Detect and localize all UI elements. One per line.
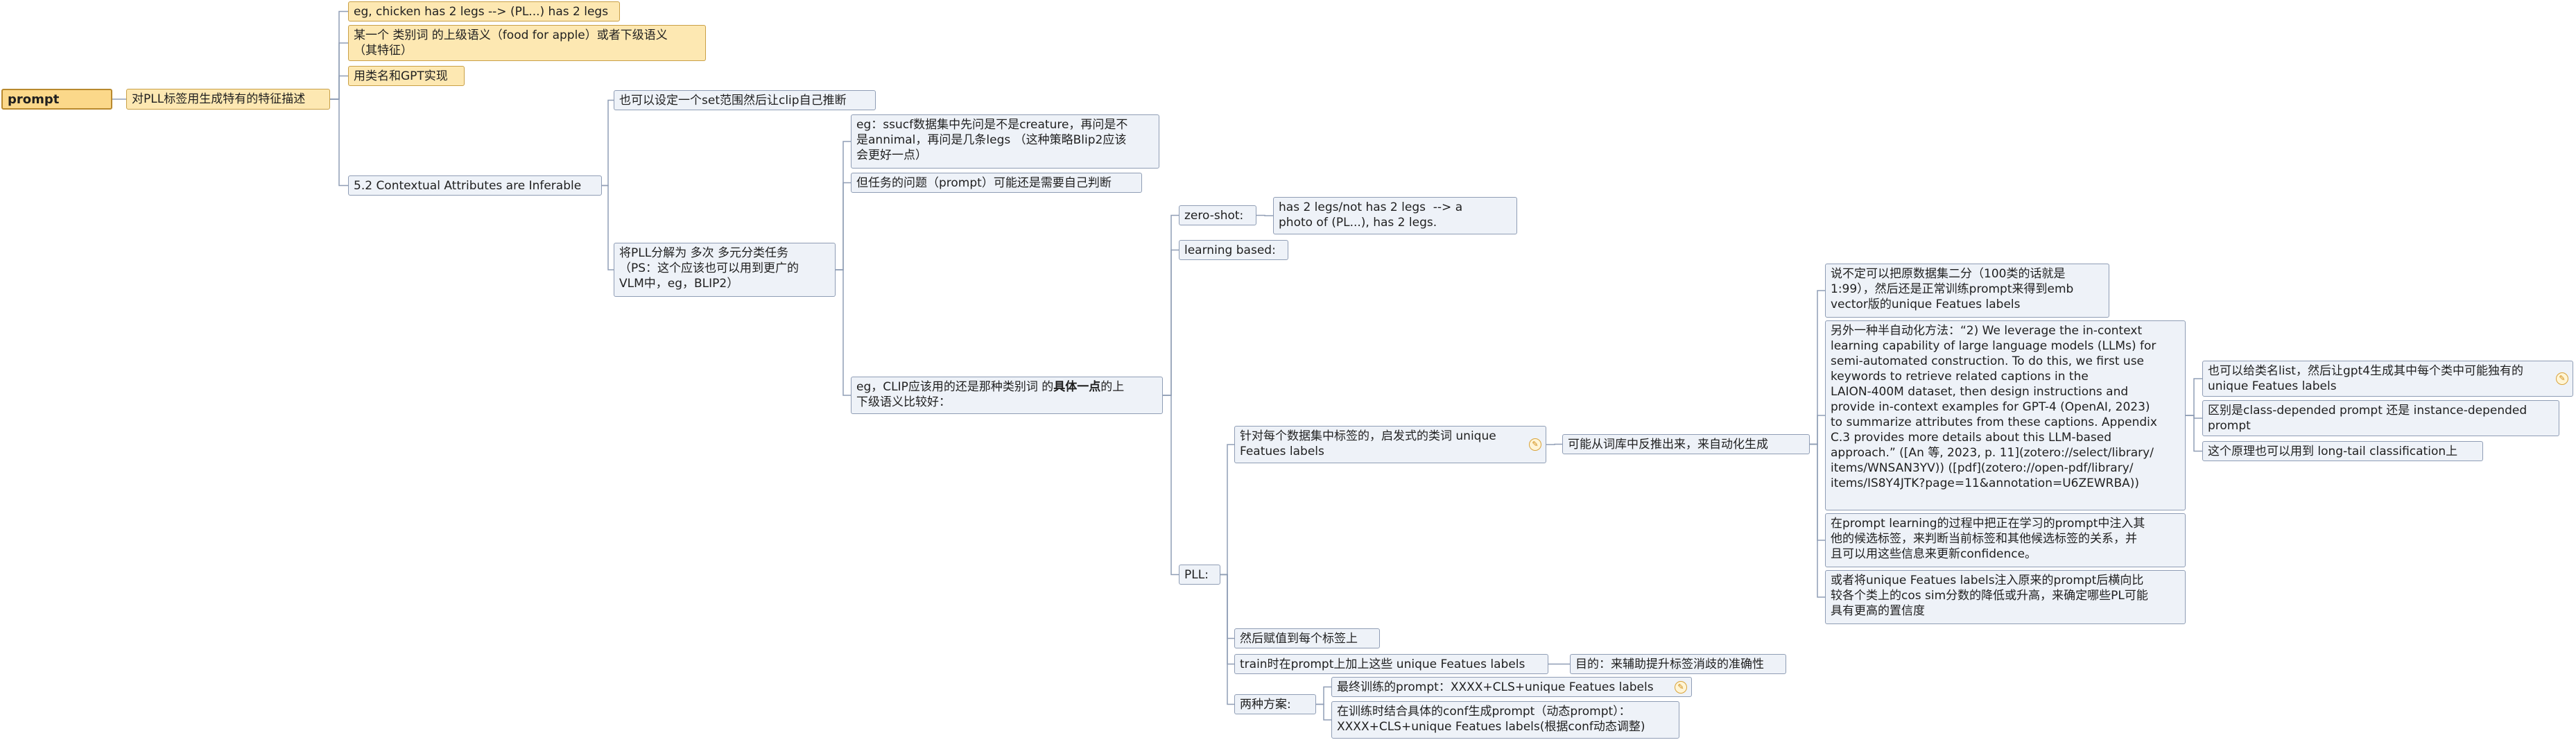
topic-chicken-example-label: eg, chicken has 2 legs --> (PL...) has 2…	[354, 5, 609, 19]
topic-auto-generate-label: 可能从词库中反推出来，来自动化生成	[1568, 438, 1768, 451]
topic-two-schemes[interactable]: 两种方案:	[1234, 694, 1316, 714]
topic-gpt4-names[interactable]: 也可以给类名list，然后让gpt4生成其中每个类中可能独有的 unique F…	[2202, 361, 2573, 397]
topic-class-depended[interactable]: 区别是class-depended prompt 还是 instance-dep…	[2202, 400, 2559, 436]
topic-long-tail[interactable]: 这个原理也可以用到 long-tail classification上	[2202, 441, 2483, 461]
main-topic-label: 对PLL标签用生成特有的特征描述	[132, 92, 306, 106]
topic-clip-example-label-c: 的上 下级语义比较好：	[856, 380, 1125, 409]
topic-split-dataset[interactable]: 说不定可以把原数据集二分（100类的话就是 1:99），然后还是正常训练prom…	[1825, 264, 2109, 318]
topic-gpt-implement[interactable]: 用类名和GPT实现	[348, 66, 465, 86]
topic-semi-auto[interactable]: 另外一种半自动化方法：“2) We leverage the in-contex…	[1825, 320, 2186, 510]
topic-contextual-attributes[interactable]: 5.2 Contextual Attributes are Inferable	[348, 175, 602, 196]
connector-topic-contextual-attributes	[330, 98, 348, 187]
root-topic-label: prompt design	[8, 92, 60, 108]
connector-topic-gpt4-names	[2186, 378, 2202, 416]
topic-learning-based-label: learning based:	[1184, 243, 1276, 257]
topic-assign-value-label: 然后赋值到每个标签上	[1240, 632, 1358, 646]
connector-topic-set-range	[602, 99, 614, 187]
topic-pll-label: PLL:	[1184, 568, 1209, 582]
topic-inject-learning[interactable]: 在prompt learning的过程中把正在学习的prompt中注入其 他的候…	[1825, 513, 2186, 567]
topic-unique-labels[interactable]: 针对每个数据集中标签的，启发式的类词 unique Featues labels…	[1234, 426, 1546, 463]
topic-two-schemes-label: 两种方案:	[1240, 698, 1291, 712]
topic-ssucf-example[interactable]: eg：ssucf数据集中先问是不是creature，再问是不 是annimal，…	[851, 114, 1159, 169]
note-icon[interactable]: ✎	[2556, 372, 2568, 385]
topic-long-tail-label: 这个原理也可以用到 long-tail classification上	[2208, 445, 2458, 458]
topic-dynamic-prompt-label: 在训练时结合具体的conf生成prompt（动态prompt）： XXXX+CL…	[1337, 705, 1645, 734]
connector-topic-clip-example	[836, 269, 851, 396]
topic-purpose-label: 目的：来辅助提升标签消歧的准确性	[1575, 657, 1764, 671]
connector-topic-two-schemes	[1220, 574, 1234, 705]
topic-contextual-attributes-label: 5.2 Contextual Attributes are Inferable	[354, 179, 582, 193]
topic-semantic-level[interactable]: 某一个 类别词 的上级语义（food for apple）或者下级语义 （其特征…	[348, 25, 706, 61]
root-topic[interactable]: prompt design	[1, 89, 112, 110]
connector-topic-gpt-implement	[330, 75, 348, 100]
topic-assign-value[interactable]: 然后赋值到每个标签上	[1234, 628, 1380, 648]
topic-inject-cos-label: 或者将unique Featues labels注入原来的prompt后横向比 …	[1831, 574, 2148, 618]
topic-ssucf-example-label: eg：ssucf数据集中先问是不是creature，再问是不 是annimal，…	[856, 118, 1128, 162]
topic-clip-example[interactable]: eg，CLIP应该用的还是那种类别词 的具体一点的上 下级语义比较好：	[851, 377, 1163, 414]
topic-final-prompt[interactable]: 最终训练的prompt：XXXX+CLS+unique Featues labe…	[1331, 677, 1692, 697]
connector-topic-inject-cos	[1810, 443, 1825, 598]
topic-zero-shot-detail[interactable]: has 2 legs/not has 2 legs --> a photo of…	[1273, 197, 1517, 234]
topic-set-range-label: 也可以设定一个set范围然后让clip自己推断	[619, 94, 847, 107]
connector-topic-learning-based	[1163, 249, 1179, 396]
topic-chicken-example[interactable]: eg, chicken has 2 legs --> (PL...) has 2…	[348, 1, 620, 21]
topic-gpt4-names-label: 也可以给类名list，然后让gpt4生成其中每个类中可能独有的 unique F…	[2208, 364, 2524, 393]
topic-learning-based[interactable]: learning based:	[1179, 240, 1288, 260]
topic-class-depended-label: 区别是class-depended prompt 还是 instance-dep…	[2208, 404, 2527, 433]
connector-topic-final-prompt	[1316, 686, 1331, 705]
connector-topic-pll	[1163, 395, 1179, 576]
topic-split-dataset-label: 说不定可以把原数据集二分（100类的话就是 1:99），然后还是正常训练prom…	[1831, 267, 2074, 311]
connector-topic-task-question	[836, 182, 851, 270]
topic-gpt-implement-label: 用类名和GPT实现	[354, 69, 448, 83]
connector-topic-unique-labels	[1220, 444, 1234, 576]
topic-semi-auto-label: 另外一种半自动化方法：“2) We leverage the in-contex…	[1831, 324, 2157, 490]
topic-semantic-level-label: 某一个 类别词 的上级语义（food for apple）或者下级语义 （其特征…	[354, 28, 668, 58]
topic-task-question[interactable]: 但任务的问题（prompt）可能还是需要自己判断	[851, 173, 1142, 193]
topic-zero-shot-label: zero-shot:	[1184, 209, 1244, 223]
topic-final-prompt-label: 最终训练的prompt：XXXX+CLS+unique Featues labe…	[1337, 680, 1654, 694]
main-topic[interactable]: 对PLL标签用生成特有的特征描述	[126, 89, 330, 110]
topic-decompose-pll-label: 将PLL分解为 多次 多元分类任务 （PS：这个应该也可以用到更广的 VLM中，…	[619, 246, 799, 291]
topic-inject-cos[interactable]: 或者将unique Featues labels注入原来的prompt后横向比 …	[1825, 570, 2186, 624]
topic-zero-shot-detail-label: has 2 legs/not has 2 legs --> a photo of…	[1279, 200, 1463, 230]
topic-inject-learning-label: 在prompt learning的过程中把正在学习的prompt中注入其 他的候…	[1831, 517, 2145, 561]
topic-clip-example-label-b: 具体一点	[1053, 380, 1101, 394]
topic-set-range[interactable]: 也可以设定一个set范围然后让clip自己推断	[614, 90, 876, 110]
topic-clip-example-label-a: eg，CLIP应该用的还是那种类别词 的	[856, 380, 1054, 394]
topic-auto-generate[interactable]: 可能从词库中反推出来，来自动化生成	[1562, 434, 1810, 454]
topic-dynamic-prompt[interactable]: 在训练时结合具体的conf生成prompt（动态prompt）： XXXX+CL…	[1331, 701, 1679, 739]
connector-topic-decompose-pll	[602, 184, 614, 270]
connector-topic-long-tail	[2186, 415, 2202, 452]
topic-unique-labels-label: 针对每个数据集中标签的，启发式的类词 unique Featues labels	[1240, 429, 1496, 458]
topic-zero-shot[interactable]: zero-shot:	[1179, 205, 1256, 225]
connector-topic-semi-auto	[1810, 415, 1825, 445]
topic-train-add-label: train时在prompt上加上这些 unique Featues labels	[1240, 657, 1525, 671]
connector-topic-dynamic-prompt	[1316, 703, 1331, 721]
note-icon[interactable]: ✎	[1529, 438, 1541, 451]
topic-train-add[interactable]: train时在prompt上加上这些 unique Featues labels	[1234, 654, 1548, 674]
topic-purpose[interactable]: 目的：来辅助提升标签消歧的准确性	[1570, 654, 1786, 674]
topic-pll[interactable]: PLL:	[1179, 565, 1220, 585]
note-icon[interactable]: ✎	[1675, 680, 1687, 694]
topic-decompose-pll[interactable]: 将PLL分解为 多次 多元分类任务 （PS：这个应该也可以用到更广的 VLM中，…	[614, 243, 836, 297]
topic-task-question-label: 但任务的问题（prompt）可能还是需要自己判断	[856, 176, 1112, 190]
